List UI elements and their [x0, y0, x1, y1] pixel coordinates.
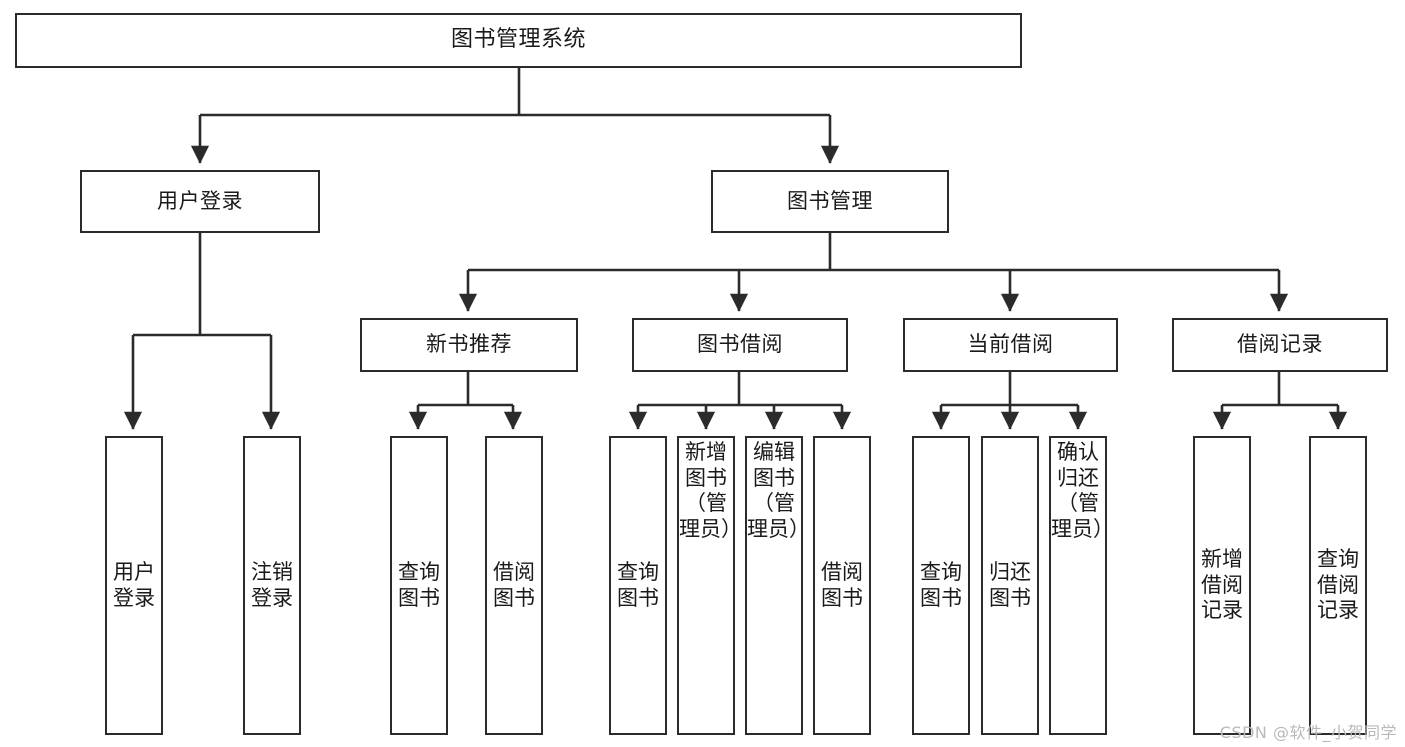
leaf-user-login-login[interactable]: 用户登录	[105, 436, 163, 735]
leaf-borrow-record-query[interactable]: 查询借阅记录	[1309, 436, 1367, 735]
node-new-book-recommend[interactable]: 新书推荐	[360, 318, 578, 372]
node-book-borrow[interactable]: 图书借阅	[632, 318, 848, 372]
leaf-book-borrow-add-label: 新增图书（管理员）	[679, 440, 733, 541]
node-new-book-recommend-label: 新书推荐	[426, 332, 512, 357]
leaf-current-borrow-return[interactable]: 归还图书	[981, 436, 1039, 735]
node-root-system[interactable]: 图书管理系统	[15, 13, 1022, 68]
leaf-book-borrow-borrow[interactable]: 借阅图书	[813, 436, 871, 735]
leaf-new-book-query[interactable]: 查询图书	[390, 436, 448, 735]
node-borrow-record-label: 借阅记录	[1237, 332, 1323, 357]
leaf-new-book-query-label: 查询图书	[398, 559, 440, 610]
node-current-borrow-label: 当前借阅	[967, 332, 1054, 357]
leaf-current-borrow-query-label: 查询图书	[920, 559, 962, 610]
leaf-borrow-record-add-label: 新增借阅记录	[1201, 547, 1243, 623]
node-book-management[interactable]: 图书管理	[711, 170, 949, 233]
leaf-book-borrow-query-label: 查询图书	[617, 559, 659, 610]
node-borrow-record[interactable]: 借阅记录	[1172, 318, 1388, 372]
node-book-management-label: 图书管理	[787, 188, 873, 213]
leaf-user-login-logout-label: 注销登录	[251, 559, 293, 610]
leaf-book-borrow-edit[interactable]: 编辑图书（管理员）	[745, 436, 803, 735]
leaf-borrow-record-add[interactable]: 新增借阅记录	[1193, 436, 1251, 735]
leaf-book-borrow-query[interactable]: 查询图书	[609, 436, 667, 735]
leaf-current-borrow-confirm-label: 确认归还（管理员）	[1051, 440, 1105, 541]
node-current-borrow[interactable]: 当前借阅	[903, 318, 1118, 372]
node-user-login[interactable]: 用户登录	[80, 170, 320, 233]
leaf-current-borrow-return-label: 归还图书	[989, 559, 1031, 610]
leaf-current-borrow-confirm[interactable]: 确认归还（管理员）	[1049, 436, 1107, 735]
leaf-new-book-borrow[interactable]: 借阅图书	[485, 436, 543, 735]
leaf-current-borrow-query[interactable]: 查询图书	[912, 436, 970, 735]
node-root-system-label: 图书管理系统	[450, 27, 586, 53]
leaf-book-borrow-borrow-label: 借阅图书	[821, 559, 863, 610]
node-book-borrow-label: 图书借阅	[697, 332, 783, 357]
leaf-borrow-record-query-label: 查询借阅记录	[1317, 547, 1359, 623]
leaf-user-login-logout[interactable]: 注销登录	[243, 436, 301, 735]
leaf-book-borrow-edit-label: 编辑图书（管理员）	[747, 440, 801, 541]
leaf-new-book-borrow-label: 借阅图书	[493, 559, 535, 610]
leaf-user-login-login-label: 用户登录	[113, 559, 155, 610]
leaf-book-borrow-add[interactable]: 新增图书（管理员）	[677, 436, 735, 735]
node-user-login-label: 用户登录	[157, 188, 243, 213]
